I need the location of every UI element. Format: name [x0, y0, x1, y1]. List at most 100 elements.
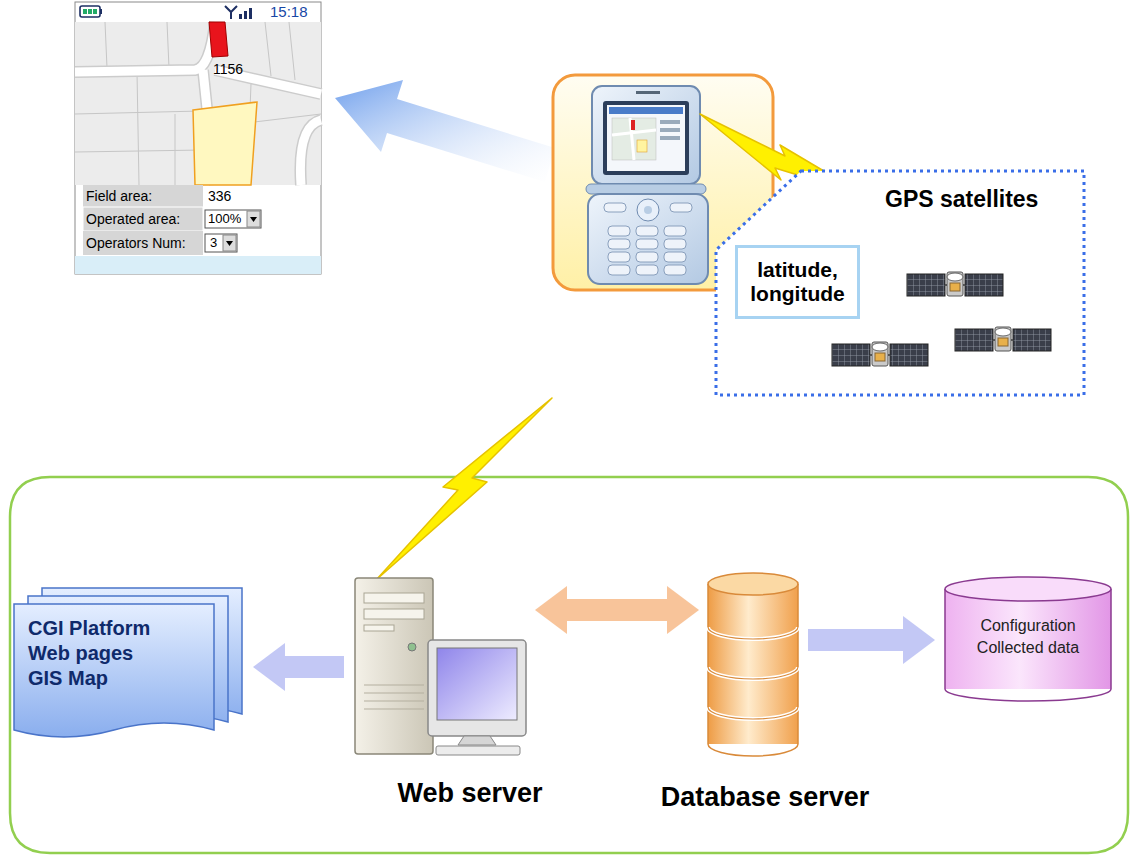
drawing-ellipse [708, 573, 798, 595]
server-region [10, 477, 1128, 853]
drawing-path [226, 241, 233, 246]
drawing-rect [249, 8, 252, 19]
parcel-number: 1156 [213, 60, 243, 78]
phone-key [608, 226, 630, 236]
phone-key [608, 252, 630, 262]
drawing-ellipse [945, 577, 1111, 601]
phone-key [636, 252, 658, 262]
server-label: Web server [397, 778, 542, 809]
drawing-rect [636, 91, 660, 94]
phone-key [608, 265, 630, 275]
drawing-rect [83, 9, 87, 14]
server-label: Database server [661, 782, 870, 813]
drawing-rect [88, 9, 92, 14]
drawing-rect [244, 11, 247, 19]
drawing-polygon [193, 102, 257, 185]
drawing-rect [364, 625, 394, 631]
phone-key [664, 239, 686, 249]
drawing-rect [247, 211, 260, 227]
drawing-circle [644, 206, 652, 214]
drawing-path [708, 584, 798, 756]
drawing-rect [364, 609, 424, 619]
field-label: Operated area: [86, 210, 180, 228]
drawing-rect [205, 234, 237, 252]
drawing-use [955, 327, 1051, 351]
screen-mockup [75, 2, 321, 274]
drawing-rect [586, 184, 706, 194]
block-arrow [284, 656, 344, 678]
drawing-rect [607, 105, 685, 171]
drawing-path [225, 6, 237, 19]
drawing-path [75, 22, 321, 185]
drawing-rect [436, 746, 520, 755]
database-server: Database server [706, 572, 800, 757]
drawing-path [716, 171, 1084, 395]
drawing-rect [637, 140, 647, 152]
field-label: Field area: [86, 187, 152, 205]
drawing-path [14, 604, 214, 737]
phone-key [608, 239, 630, 249]
drawing-rect [437, 648, 517, 720]
drawing-rect [612, 118, 656, 160]
phone-key [664, 252, 686, 262]
drawing-path [75, 22, 321, 185]
drawing-path [364, 685, 424, 709]
clock-text: 15:18 [270, 3, 308, 21]
drawing-rect [660, 128, 680, 132]
documents-stack: CGI Platform Web pages GIS Map [14, 588, 246, 748]
drawing-rect [708, 584, 798, 744]
drawing-g [608, 226, 686, 275]
drawing-path [458, 736, 496, 745]
drawing-rect [205, 210, 261, 228]
documents-text: CGI Platform Web pages GIS Map [28, 616, 162, 691]
drawing-rect [83, 185, 203, 207]
coordinate-box: latitude, longitude [735, 245, 860, 319]
drawing-rect [604, 203, 626, 212]
drawing-rect [83, 231, 203, 255]
drawing-rect [355, 578, 433, 754]
block-arrow [808, 629, 904, 651]
computer-icon [352, 575, 528, 758]
drawing-rect [660, 136, 680, 140]
phone-key [664, 226, 686, 236]
drawing-rect [428, 640, 526, 736]
coordinate-text: latitude, longitude [742, 258, 853, 306]
drawing-rect [80, 6, 100, 17]
drawing-rect [239, 14, 242, 19]
drawing-rect [670, 203, 692, 212]
select-value: 100% [208, 210, 241, 228]
region-heading: GPS satellites [885, 186, 1038, 213]
phone-key [636, 265, 658, 275]
data-store: Configuration Collected data [942, 575, 1120, 703]
drawing-path [708, 627, 798, 719]
drawing-path [250, 217, 257, 222]
drawing-g [75, 22, 321, 185]
drawing-circle [408, 643, 416, 651]
drawing-rect [660, 120, 680, 124]
drawing-use [907, 272, 1003, 296]
block-arrow [566, 599, 668, 621]
database-cylinder [706, 572, 800, 757]
drawing-rect [93, 9, 97, 14]
drawing-rect [603, 101, 689, 175]
drawing-rect [223, 235, 236, 251]
field-label: Operators Num: [86, 234, 186, 252]
drawing-use [832, 342, 928, 366]
drawing-rect [75, 256, 321, 274]
drawing-path [75, 22, 321, 185]
drawing-path [612, 118, 656, 160]
drawing-rect [609, 107, 683, 114]
phone-key [636, 239, 658, 249]
drawing-rect [631, 120, 635, 130]
select-value: 3 [210, 234, 217, 252]
drawing-rect [75, 2, 321, 274]
store-text: Configuration Collected data [942, 615, 1114, 658]
drawing-rect [588, 194, 708, 284]
drawing-path [708, 627, 798, 719]
drawing-rect [364, 593, 424, 603]
gps-region: GPS satellites latitude, longitude [713, 168, 1087, 398]
web-server: Web server [352, 575, 528, 758]
phone-key [636, 226, 658, 236]
mobile-phone [586, 86, 708, 284]
